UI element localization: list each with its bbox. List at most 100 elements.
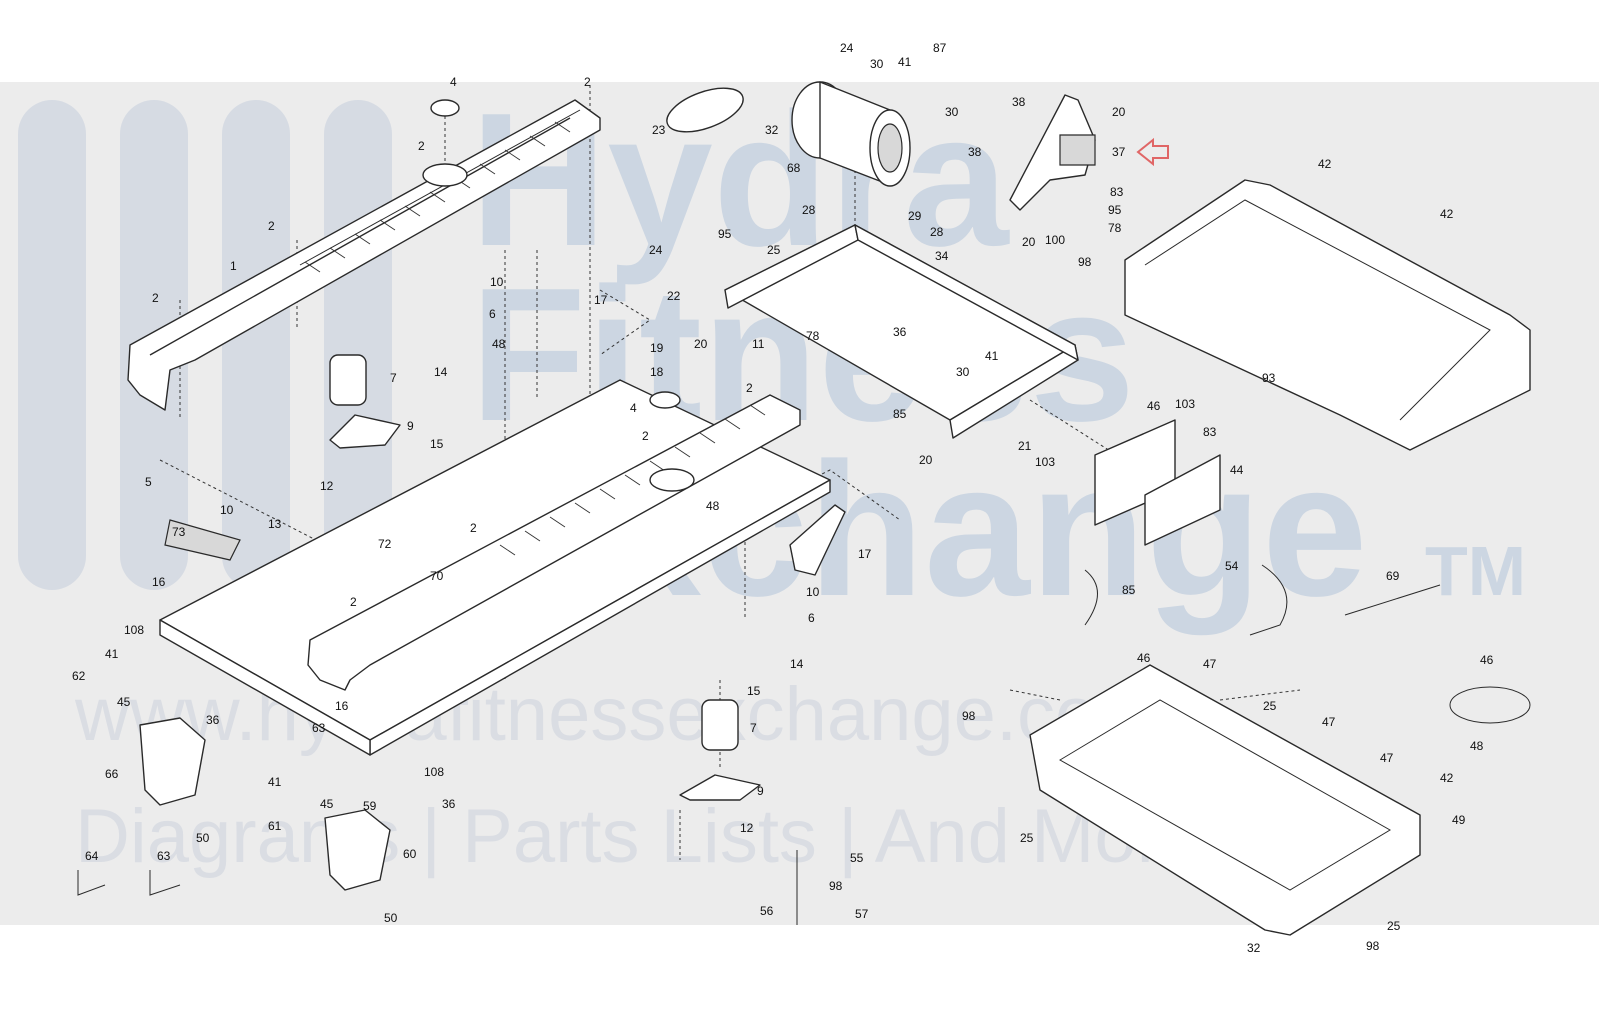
- callout-label: 73: [172, 525, 186, 539]
- callout-label: 50: [384, 911, 398, 925]
- callout-label: 45: [117, 695, 131, 709]
- callout-label: 78: [806, 329, 820, 343]
- callout-label: 2: [152, 291, 159, 305]
- callout-label: 4: [630, 401, 637, 415]
- callout-label: 10: [490, 275, 504, 289]
- callout-label: 41: [898, 55, 912, 69]
- callout-label: 4: [450, 75, 457, 89]
- callout-label: 32: [765, 123, 779, 137]
- callout-label: 30: [870, 57, 884, 71]
- part-foot-60: [324, 809, 391, 891]
- callout-label: 2: [470, 521, 477, 535]
- watermark-tagline: Diagrams | Parts Lists | And More: [75, 794, 1204, 879]
- callout-label: 56: [760, 904, 774, 918]
- callout-label: 63: [157, 849, 171, 863]
- callout-label: 42: [1318, 157, 1332, 171]
- callout-label: 28: [930, 225, 944, 239]
- callout-label: 5: [145, 475, 152, 489]
- callout-label: 61: [268, 819, 282, 833]
- part-drive-belt: [666, 87, 744, 133]
- callout-label: 98: [1366, 939, 1380, 953]
- callout-label: 16: [335, 699, 349, 713]
- part-base-tray: [1029, 664, 1421, 936]
- callout-label: 47: [1380, 751, 1394, 765]
- callout-label: 103: [1035, 455, 1055, 469]
- callout-label: 87: [933, 41, 947, 55]
- callout-label: 12: [740, 821, 754, 835]
- part-roller-base-2: [679, 774, 761, 801]
- callout-label: 55: [850, 851, 864, 865]
- part-motor: [791, 81, 911, 187]
- callout-label: 63: [312, 721, 326, 735]
- watermark-trademark: TM: [1425, 532, 1526, 610]
- part-roller-7: [329, 354, 739, 751]
- part-guard-46: [1144, 454, 1221, 546]
- part-foot-66: [139, 717, 206, 806]
- callout-label: 25: [767, 243, 781, 257]
- callout-label: 49: [1452, 813, 1466, 827]
- callout-label: 20: [694, 337, 708, 351]
- callout-label: 41: [105, 647, 119, 661]
- callout-label: 32: [1247, 941, 1261, 955]
- callout-label: 45: [320, 797, 334, 811]
- part-tool-65: [77, 870, 106, 896]
- part-left-side-rail: [127, 99, 601, 411]
- callout-label: 72: [378, 537, 392, 551]
- callout-label: 95: [1108, 203, 1122, 217]
- callout-label: 2: [746, 381, 753, 395]
- callout-label: 25: [1387, 919, 1401, 933]
- callout-label: 42: [1440, 771, 1454, 785]
- callout-label: 50: [196, 831, 210, 845]
- part-wire-70: [1344, 584, 1441, 616]
- callout-label: 57: [855, 907, 869, 921]
- callout-label: 60: [403, 847, 417, 861]
- callout-label: 85: [893, 407, 907, 421]
- callout-label: 46: [1147, 399, 1161, 413]
- highlight-arrow-icon: [1136, 137, 1169, 167]
- callout-label: 2: [642, 429, 649, 443]
- callout-label: 36: [206, 713, 220, 727]
- callout-label: 28: [802, 203, 816, 217]
- callout-label: 1: [230, 259, 237, 273]
- callout-label: 6: [808, 611, 815, 625]
- part-roller-base: [329, 414, 401, 449]
- callout-label: 48: [492, 337, 506, 351]
- callout-label: 7: [750, 721, 757, 735]
- callout-label: 83: [1203, 425, 1217, 439]
- callout-label: 14: [434, 365, 448, 379]
- callout-label: 36: [893, 325, 907, 339]
- callout-label: 83: [1110, 185, 1124, 199]
- part-power-cord: [1449, 686, 1531, 724]
- callout-label: 85: [1122, 583, 1136, 597]
- callout-label: 47: [1203, 657, 1217, 671]
- callout-label: 15: [747, 684, 761, 698]
- callout-label: 41: [268, 775, 282, 789]
- callout-label: 98: [962, 709, 976, 723]
- callout-label: 54: [1225, 559, 1239, 573]
- callout-label: 2: [418, 139, 425, 153]
- part-motor-hood: [1124, 179, 1531, 451]
- callout-label: 9: [757, 784, 764, 798]
- callout-label: 14: [790, 657, 804, 671]
- callout-label: 70: [430, 569, 444, 583]
- part-motor-bracket: [1009, 94, 1096, 211]
- callout-label: 103: [1175, 397, 1195, 411]
- callout-label: 2: [584, 75, 591, 89]
- callout-label: 30: [945, 105, 959, 119]
- callout-label: 42: [1440, 207, 1454, 221]
- callout-label: 20: [1112, 105, 1126, 119]
- callout-label: 108: [424, 765, 444, 779]
- callout-label: 24: [649, 243, 663, 257]
- callout-label: 108: [124, 623, 144, 637]
- callout-label: 24: [840, 41, 854, 55]
- callout-label: 100: [1045, 233, 1065, 247]
- callout-label: 47: [1322, 715, 1336, 729]
- callout-label: 15: [430, 437, 444, 451]
- callout-label: 10: [806, 585, 820, 599]
- callout-label: 12: [320, 479, 334, 493]
- callout-label: 38: [1012, 95, 1026, 109]
- callout-labels: 4 2 2 2 1 2 10 6 48 7 14 9 15 12 5 10 73…: [72, 41, 1494, 955]
- callout-label: 25: [1263, 699, 1277, 713]
